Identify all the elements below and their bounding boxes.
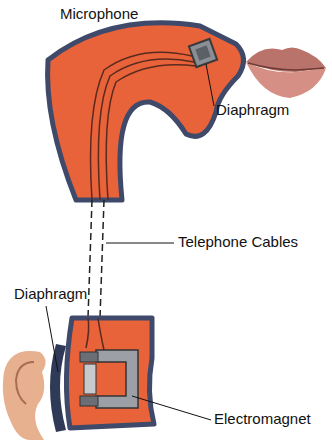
part-label: Telephone Cables xyxy=(178,234,298,251)
microphone-handset xyxy=(48,23,244,200)
part-label: Diaphragm xyxy=(216,102,289,119)
part-label: Microphone xyxy=(60,6,138,23)
telephone-cables xyxy=(88,200,104,318)
earpiece xyxy=(50,318,154,432)
leader-line xyxy=(46,306,58,372)
part-label: Diaphragm xyxy=(14,286,87,303)
leader-line xyxy=(206,64,214,106)
leader-line xyxy=(132,396,211,420)
lips xyxy=(246,48,326,99)
leader-line xyxy=(106,243,174,244)
ear xyxy=(3,351,46,440)
part-label: Electromagnet xyxy=(214,411,311,428)
